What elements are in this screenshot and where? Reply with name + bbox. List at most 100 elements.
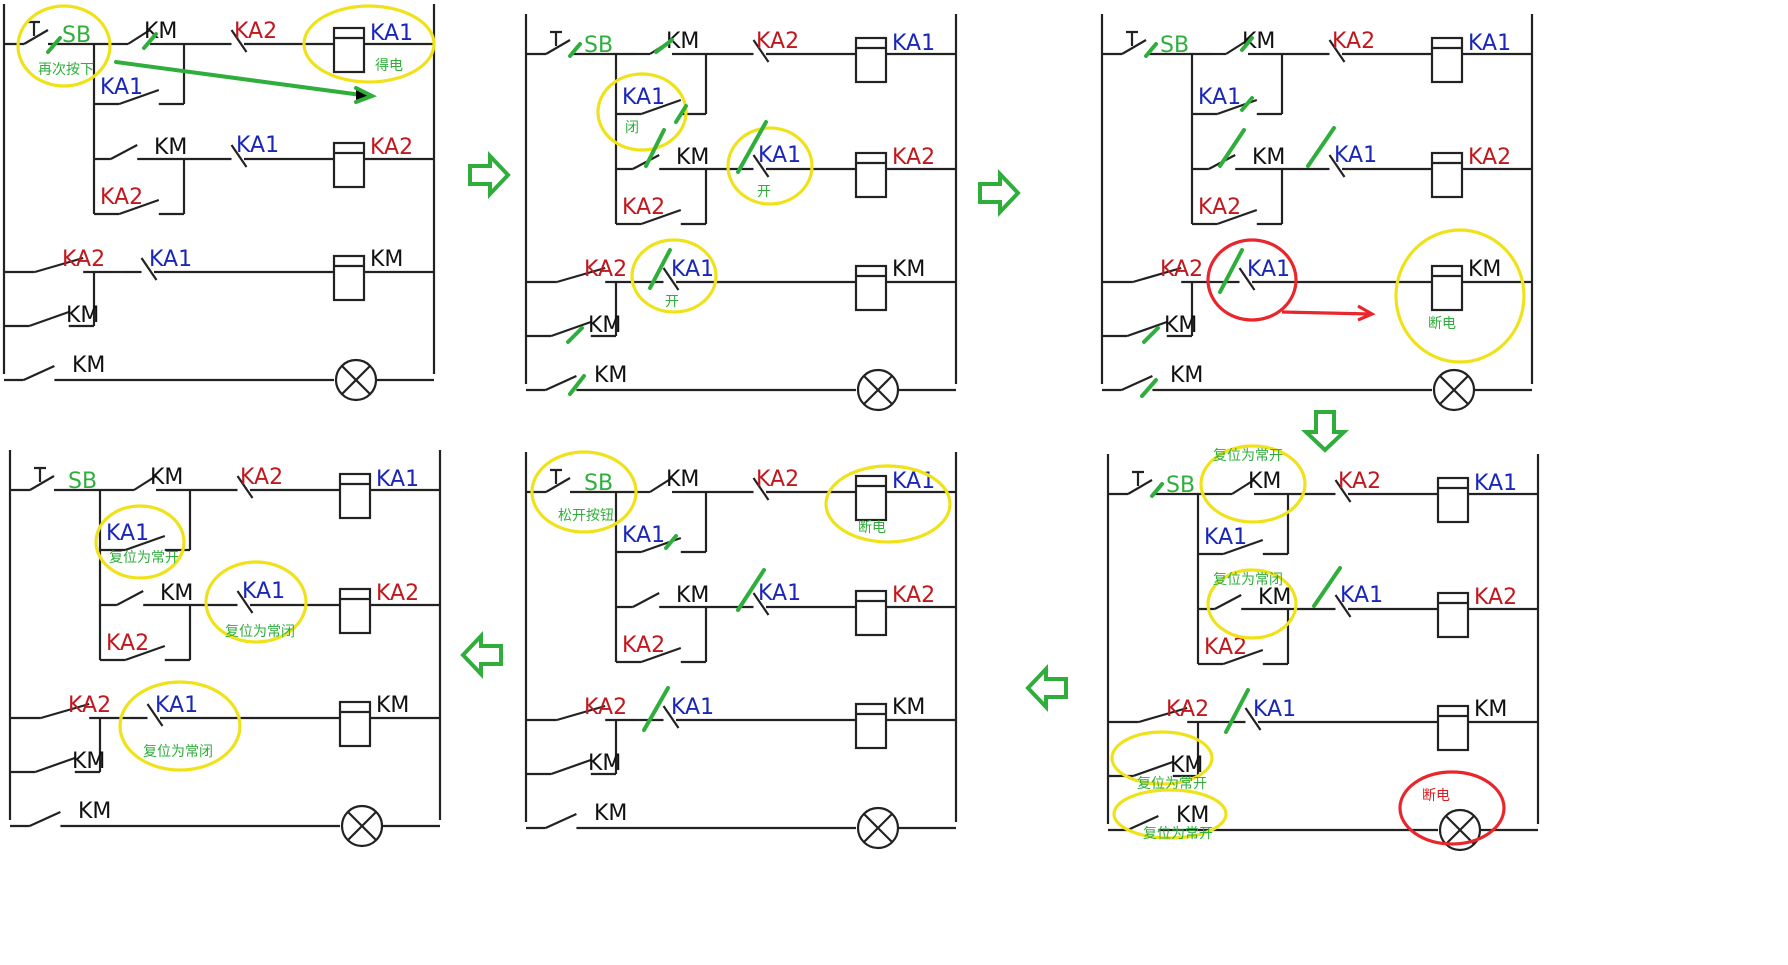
ka1-label-3: KA1 xyxy=(149,247,192,272)
ka2-contact-3-blade xyxy=(1132,266,1182,284)
ka1-contact-2-blade xyxy=(236,590,254,614)
ka2-coil xyxy=(332,141,366,189)
ka2-contact-1-blade xyxy=(1328,39,1346,63)
lamp-red-highlight xyxy=(1398,770,1506,846)
ka1-contact-3-blade xyxy=(1238,267,1256,291)
state-mark xyxy=(1306,126,1336,168)
km-coil-label: KM xyxy=(370,247,403,272)
lamp-x xyxy=(863,813,893,843)
ka1-label-3: KA1 xyxy=(1253,697,1296,722)
note-reset-no-2: 复位为常开 xyxy=(1137,775,1207,792)
km-label-2: KM xyxy=(160,581,193,606)
km-contact-1-blade xyxy=(649,477,673,493)
km-seal-contact-blade xyxy=(34,756,76,774)
sb-button-button-cap xyxy=(1126,30,1138,46)
state-mark xyxy=(736,120,768,174)
ka1-coil xyxy=(338,472,372,520)
state-mark xyxy=(664,534,678,550)
state-mark xyxy=(1144,42,1158,58)
km-label-2: KM xyxy=(676,145,709,170)
ka2-label-3: KA2 xyxy=(62,247,105,272)
state-mark xyxy=(1218,128,1246,168)
state-mark xyxy=(46,36,62,54)
ka1-coil xyxy=(1436,476,1470,524)
ka2-contact-3-blade xyxy=(40,702,90,720)
sb-release-highlight xyxy=(530,450,638,534)
state-mark xyxy=(568,374,586,396)
ka2-seal-label: KA2 xyxy=(106,631,149,656)
ka1-label-3: KA1 xyxy=(671,695,714,720)
flow-arrow-p5-to-p6-shape xyxy=(460,630,503,680)
km-lamp-highlight xyxy=(1112,788,1228,840)
note-open-1: 开 xyxy=(757,184,771,200)
flow-arrow-line xyxy=(114,60,371,98)
ka1-contact-2-blade xyxy=(752,154,770,178)
km-coil-label: KM xyxy=(1474,697,1507,722)
ka1-coil-label: KA1 xyxy=(376,467,419,492)
ka2-seal-contact-blade xyxy=(640,646,682,664)
ka1-label-2: KA1 xyxy=(1340,583,1383,608)
ka2-label-1: KA2 xyxy=(756,29,799,54)
ka1-contact3-red-highlight xyxy=(1206,238,1298,322)
red-arrow-line xyxy=(1281,310,1371,316)
note-reset-no: 复位为常开 xyxy=(109,549,179,566)
km-label-2: KM xyxy=(154,135,187,160)
ka2-seal-contact-blade xyxy=(118,198,160,216)
ka1-label-2: KA1 xyxy=(236,133,279,158)
ka2-coil xyxy=(854,589,888,637)
state-mark xyxy=(648,248,672,290)
state-mark xyxy=(644,128,666,168)
ka2-coil-label: KA2 xyxy=(892,583,935,608)
km-coil-highlight xyxy=(1394,228,1526,364)
ka1-coil-label: KA1 xyxy=(1474,471,1517,496)
ka1-label-3: KA1 xyxy=(1247,257,1290,282)
km-contact-1-blade xyxy=(1231,479,1255,495)
ka2-coil-label: KA2 xyxy=(892,145,935,170)
km-contact-1-blade xyxy=(1225,39,1249,55)
ka2-seal-label: KA2 xyxy=(622,633,665,658)
ka2-contact-1-blade xyxy=(236,475,254,499)
flow-arrow-head xyxy=(354,86,377,104)
note-deenergized: 断电 xyxy=(1428,316,1456,332)
ka1-label-3: KA1 xyxy=(155,693,198,718)
km-lamp-label: KM xyxy=(72,353,105,378)
ka1-coil-off-highlight xyxy=(824,464,952,544)
red-arrow-head xyxy=(1357,304,1376,322)
state-mark xyxy=(1240,36,1254,52)
km-label-2: KM xyxy=(1252,145,1285,170)
flow-arrow-p4-to-p5 xyxy=(1025,663,1068,713)
ka1-seal-highlight xyxy=(596,72,688,152)
km-coil xyxy=(854,264,888,312)
ka2-contact-1-blade xyxy=(1334,479,1352,503)
ka1-coil-label: KA1 xyxy=(892,31,935,56)
km-label-1: KM xyxy=(150,465,183,490)
state-mark xyxy=(1224,688,1250,734)
state-mark xyxy=(1140,378,1158,398)
ka1-label-3: KA1 xyxy=(671,257,714,282)
state-mark xyxy=(642,686,670,732)
ka1-contact-2-blade xyxy=(230,144,248,168)
ka1-contact-3-blade xyxy=(1244,707,1262,731)
state-mark xyxy=(142,32,158,50)
ka1-coil-highlight xyxy=(302,4,436,84)
km-seal-highlight xyxy=(1110,730,1214,786)
km-coil-label: KM xyxy=(892,257,925,282)
ka1-seal-contact-blade xyxy=(1222,538,1264,556)
ka2-label-3: KA2 xyxy=(1166,697,1209,722)
sb-highlight xyxy=(16,4,112,88)
ka2-coil-label: KA2 xyxy=(370,135,413,160)
km-contact-2-blade xyxy=(110,144,138,160)
ka2-contact-1-blade xyxy=(752,39,770,63)
km-seal-label: KM xyxy=(66,303,99,328)
ka1-contact3-highlight xyxy=(630,238,718,314)
lamp-x xyxy=(1445,815,1475,845)
ka1-label-2: KA1 xyxy=(758,581,801,606)
state-mark xyxy=(736,568,766,612)
km-lamp-label: KM xyxy=(1170,363,1203,388)
ka2-seal-contact-blade xyxy=(1216,208,1258,226)
km-seal-contact-blade xyxy=(28,310,70,328)
